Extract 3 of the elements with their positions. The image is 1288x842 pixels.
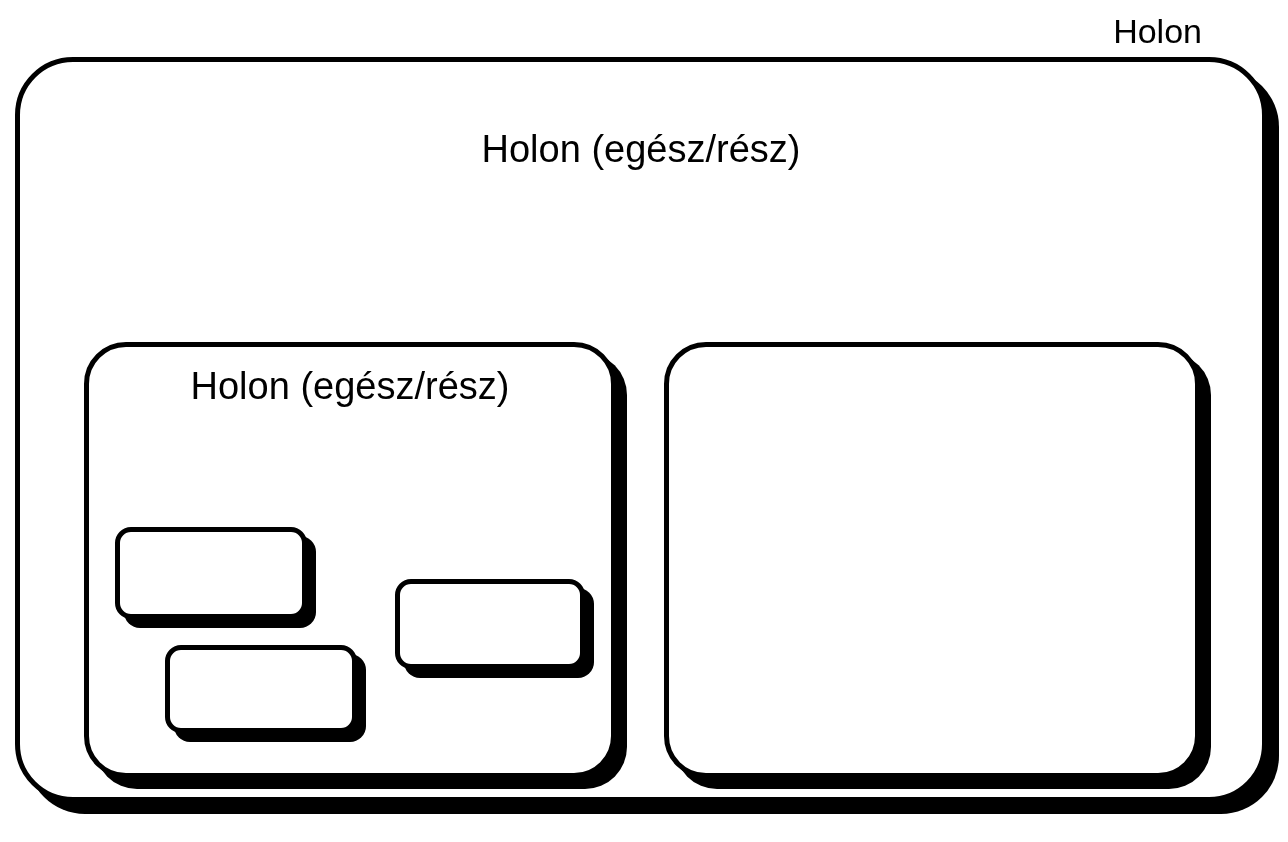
holon-title: Holon (egész/rész) <box>190 367 510 405</box>
holon-caption: Holon <box>1113 14 1202 48</box>
holon-title: Holon (egész/rész) <box>481 130 801 168</box>
